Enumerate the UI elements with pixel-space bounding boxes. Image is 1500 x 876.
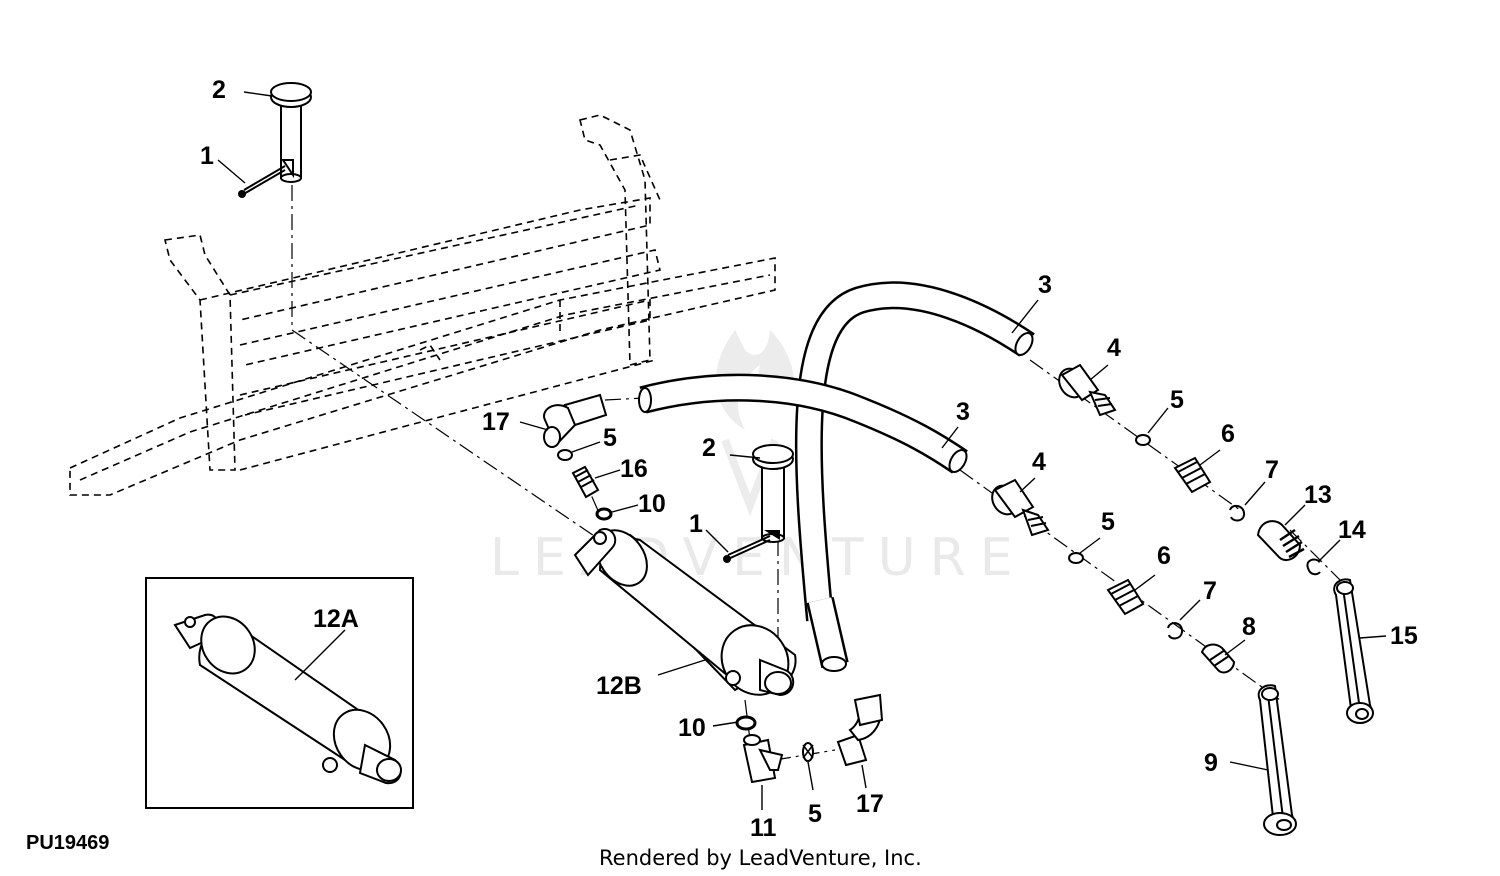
callout-15: 15 (1390, 622, 1418, 650)
callout-7-upper: 7 (1265, 456, 1279, 484)
callout-1-lower: 1 (689, 510, 703, 538)
pin-lower (752, 444, 794, 543)
elbow-fitting-11 (742, 734, 784, 784)
callout-10-upper: 10 (638, 490, 666, 518)
callout-1-upper: 1 (200, 142, 214, 170)
fitting-13 (1256, 520, 1305, 561)
elbow-fitting-17-lower (836, 693, 884, 767)
callout-8: 8 (1242, 613, 1256, 641)
elbow-fitting-17-upper (543, 393, 608, 448)
inset-box-12a (145, 577, 414, 809)
fitting-8 (1200, 643, 1236, 674)
o-ring-5-bottom (802, 742, 814, 762)
o-ring-10-lower (735, 715, 757, 731)
fitting-6-lower (1106, 578, 1145, 616)
tractor-frame-outline (69, 114, 776, 496)
callout-6-lower: 6 (1157, 542, 1171, 570)
callout-14: 14 (1338, 516, 1366, 544)
callout-5-bottom: 5 (808, 800, 822, 828)
callout-5-lower-right: 5 (1101, 508, 1115, 536)
callout-13: 13 (1304, 481, 1332, 509)
link-arm-9 (1257, 684, 1297, 836)
callout-12b: 12B (596, 672, 642, 700)
callout-17-lower: 17 (856, 790, 884, 818)
callout-3-lower: 3 (956, 398, 970, 426)
watermark-text: LEADVENTURE (490, 528, 1027, 588)
o-ring-10-upper (595, 507, 613, 521)
fitting-16 (571, 465, 600, 499)
pin-upper (270, 82, 312, 183)
o-ring-5-upper-right (1135, 434, 1151, 446)
hydraulic-cylinder-12b (573, 528, 797, 697)
callout-4-lower: 4 (1032, 448, 1046, 476)
callout-5-upper-right: 5 (1170, 386, 1184, 414)
o-ring-7-upper (1229, 504, 1246, 522)
leader-lines (217, 91, 1387, 810)
callout-17-upper: 17 (482, 408, 510, 436)
callout-6-upper: 6 (1221, 420, 1235, 448)
adapter-4-lower (991, 478, 1050, 537)
callout-labels: 2 1 3 3 4 4 5 5 5 5 6 6 7 7 8 9 10 10 11… (200, 76, 1418, 842)
callout-16: 16 (620, 455, 648, 483)
render-credit: Rendered by LeadVenture, Inc. (599, 846, 922, 870)
o-ring-5-left (557, 449, 573, 461)
o-ring-5-lower-right (1068, 552, 1084, 564)
callout-12a: 12A (313, 605, 359, 633)
hose-lower-end (806, 596, 849, 672)
cotter-pin-lower (723, 535, 771, 563)
link-arm-15 (1333, 578, 1374, 724)
fitting-6-upper (1173, 456, 1212, 494)
hydraulic-hose-upper (794, 281, 1035, 622)
callout-5-left: 5 (603, 424, 617, 452)
callout-3-upper: 3 (1038, 271, 1052, 299)
callout-4-upper: 4 (1107, 334, 1121, 362)
callout-7-lower: 7 (1203, 577, 1217, 605)
adapter-4-upper (1058, 363, 1117, 417)
callout-2-upper: 2 (212, 76, 226, 104)
hydraulic-hose-lower (638, 373, 968, 474)
o-ring-7-lower (1167, 622, 1184, 640)
figure-id: PU19469 (26, 832, 109, 854)
callout-11: 11 (750, 814, 777, 842)
callout-2-lower: 2 (702, 434, 716, 462)
callout-10-lower: 10 (678, 714, 706, 742)
cotter-pin-upper (238, 165, 286, 198)
callout-9: 9 (1204, 749, 1218, 777)
